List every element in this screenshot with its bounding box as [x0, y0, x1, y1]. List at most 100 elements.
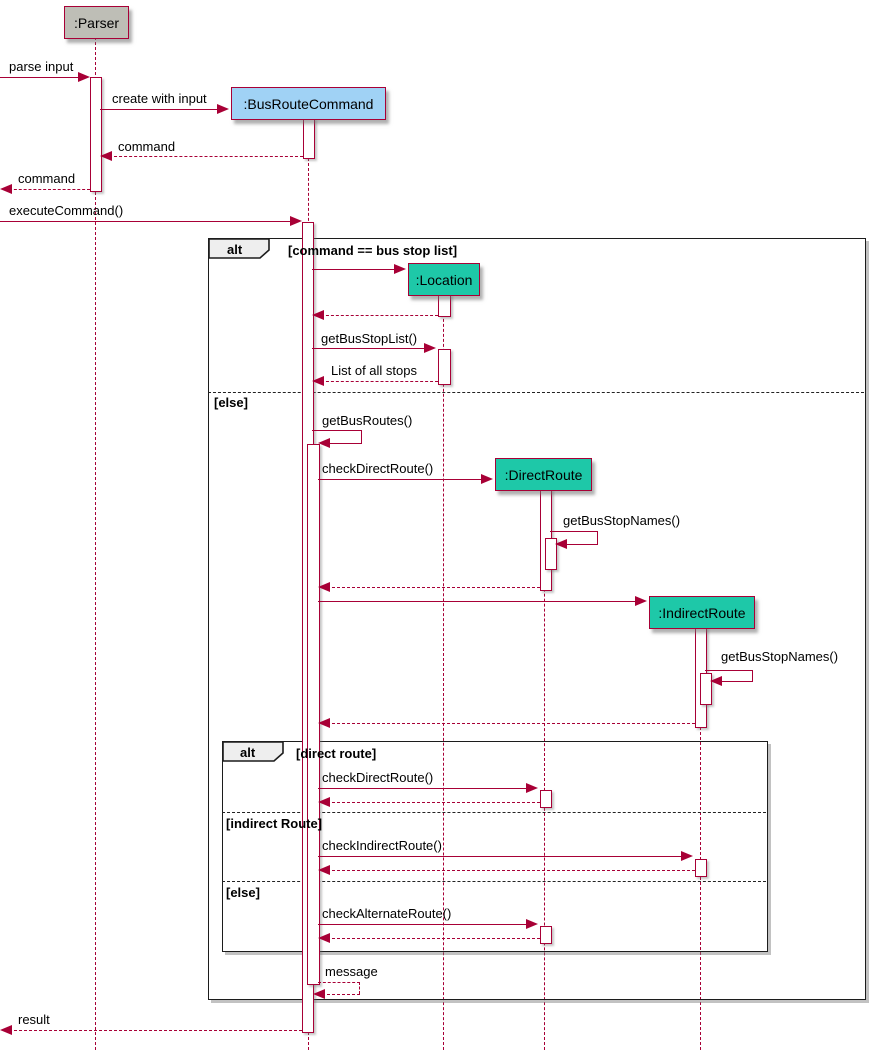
message-line-get-bus-stop-list	[312, 348, 427, 349]
self-out-message-self	[318, 982, 360, 983]
participant-parser: :Parser	[64, 6, 129, 39]
frame-divider-label-alt-inner-0: [indirect Route]	[226, 816, 323, 831]
message-label-create-with-input: create with input	[112, 91, 207, 106]
arrowhead-list-of-all-stops	[312, 376, 324, 386]
arrowhead-message-self	[313, 989, 325, 999]
frame-divider-label-alt-inner-1: [else]	[226, 885, 260, 900]
message-line-check-indirect-route	[318, 856, 684, 857]
self-out-get-bus-stop-names-indirect	[705, 670, 753, 671]
arrowhead-command-return-2	[0, 184, 12, 194]
message-line-execute-command	[0, 221, 293, 222]
direct-route-small-activation-2	[540, 926, 552, 944]
arrowhead-check-alternate-route	[526, 919, 538, 929]
message-line-create-with-input	[100, 109, 220, 110]
message-label-check-direct-route-2: checkDirectRoute()	[322, 770, 434, 785]
arrowhead-indirect-route-return-1	[318, 718, 330, 728]
self-vertical-get-bus-routes	[361, 430, 362, 443]
message-line-direct-route-return-1	[327, 587, 540, 588]
message-label-list-of-all-stops: List of all stops	[331, 363, 417, 378]
frame-condition-alt-outer: [command == bus stop list]	[288, 243, 458, 258]
frame-alt-outer	[208, 238, 866, 1000]
message-label-parse-input: parse input	[9, 59, 74, 74]
location-activation-1	[438, 294, 451, 317]
participant-bus-route-command: :BusRouteCommand	[231, 87, 386, 120]
self-vertical-message-self	[359, 982, 360, 994]
frame-divider-alt-outer-0	[208, 392, 864, 393]
message-line-indirect-route-return-2	[327, 870, 695, 871]
indirect-route-nested-activation	[700, 673, 712, 705]
message-line-direct-route-return-2	[327, 802, 540, 803]
parser-activation	[90, 77, 102, 192]
arrowhead-result	[0, 1025, 12, 1035]
frame-operator-alt-inner: alt	[240, 745, 256, 760]
message-line-check-direct-route-2	[318, 788, 529, 789]
self-vertical-get-bus-stop-names-direct	[597, 531, 598, 544]
arrowhead-direct-route-return-3	[318, 933, 330, 943]
self-back-get-bus-stop-names-direct	[564, 544, 598, 545]
message-label-get-bus-stop-list: getBusStopList()	[321, 331, 418, 346]
self-back-get-bus-routes	[327, 443, 362, 444]
arrowhead-direct-route-return-1	[318, 582, 330, 592]
direct-route-small-activation-1	[540, 790, 552, 808]
message-line-check-alternate-route	[318, 924, 529, 925]
arrowhead-get-bus-stop-list	[424, 343, 436, 353]
arrowhead-indirect-route-return-2	[318, 865, 330, 875]
arrowhead-command-return-1	[100, 151, 112, 161]
arrowhead-direct-route-return-2	[318, 797, 330, 807]
arrowhead-create-location	[394, 264, 406, 274]
self-label-get-bus-routes: getBusRoutes()	[322, 413, 413, 428]
message-line-result	[9, 1030, 302, 1031]
location-activation-2	[438, 349, 451, 385]
participant-indirect-route: :IndirectRoute	[649, 596, 755, 629]
self-back-get-bus-stop-names-indirect	[719, 681, 753, 682]
message-label-command-return-1: command	[118, 139, 176, 154]
message-label-check-alternate-route: checkAlternateRoute()	[322, 906, 452, 921]
lifeline-direct-route	[544, 489, 545, 1050]
self-back-message-self	[322, 994, 360, 995]
frame-operator-alt-outer: alt	[227, 242, 243, 257]
frame-alt-inner	[222, 741, 768, 952]
message-line-list-of-all-stops	[321, 381, 438, 382]
arrowhead-create-indirect-route	[635, 596, 647, 606]
arrowhead-check-indirect-route	[681, 851, 693, 861]
direct-route-nested-activation	[545, 538, 557, 570]
message-line-check-direct-route-1	[318, 479, 484, 480]
arrowhead-check-direct-route-1	[481, 474, 493, 484]
self-label-get-bus-stop-names-direct: getBusStopNames()	[563, 513, 681, 528]
message-line-create-location	[312, 269, 397, 270]
arrowhead-check-direct-route-2	[526, 783, 538, 793]
message-line-parse-input	[0, 77, 81, 78]
arrowhead-parse-input	[78, 72, 90, 82]
arrowhead-get-bus-stop-names-direct	[555, 539, 567, 549]
message-line-create-indirect-route	[318, 601, 638, 602]
arrowhead-get-bus-routes	[318, 438, 330, 448]
message-label-result: result	[18, 1012, 50, 1027]
message-line-command-return-2	[9, 189, 90, 190]
arrowhead-location-return	[312, 310, 324, 320]
command-nested-activation	[307, 444, 320, 985]
self-label-get-bus-stop-names-indirect: getBusStopNames()	[721, 649, 839, 664]
lifeline-location	[443, 294, 444, 1050]
arrowhead-get-bus-stop-names-indirect	[710, 676, 722, 686]
frame-divider-alt-inner-1	[222, 881, 766, 882]
frame-pentagon-alt-inner	[222, 741, 285, 763]
participant-direct-route: :DirectRoute	[495, 458, 592, 491]
message-label-check-direct-route-1: checkDirectRoute()	[322, 461, 434, 476]
self-out-get-bus-stop-names-direct	[550, 531, 598, 532]
arrowhead-create-with-input	[217, 104, 229, 114]
message-line-indirect-route-return-1	[327, 723, 695, 724]
arrowhead-execute-command	[290, 216, 302, 226]
command-create-activation	[303, 118, 315, 159]
participant-location: :Location	[408, 263, 480, 296]
self-vertical-get-bus-stop-names-indirect	[752, 670, 753, 681]
indirect-route-small-activation	[695, 859, 707, 877]
message-line-location-return	[321, 315, 438, 316]
self-label-message-self: message	[325, 964, 378, 979]
frame-divider-alt-inner-0	[222, 812, 766, 813]
message-line-command-return-1	[109, 156, 303, 157]
message-label-check-indirect-route: checkIndirectRoute()	[322, 838, 442, 853]
message-label-execute-command: executeCommand()	[9, 203, 124, 218]
frame-pentagon-alt-outer	[208, 238, 271, 260]
self-out-get-bus-routes	[312, 430, 362, 431]
